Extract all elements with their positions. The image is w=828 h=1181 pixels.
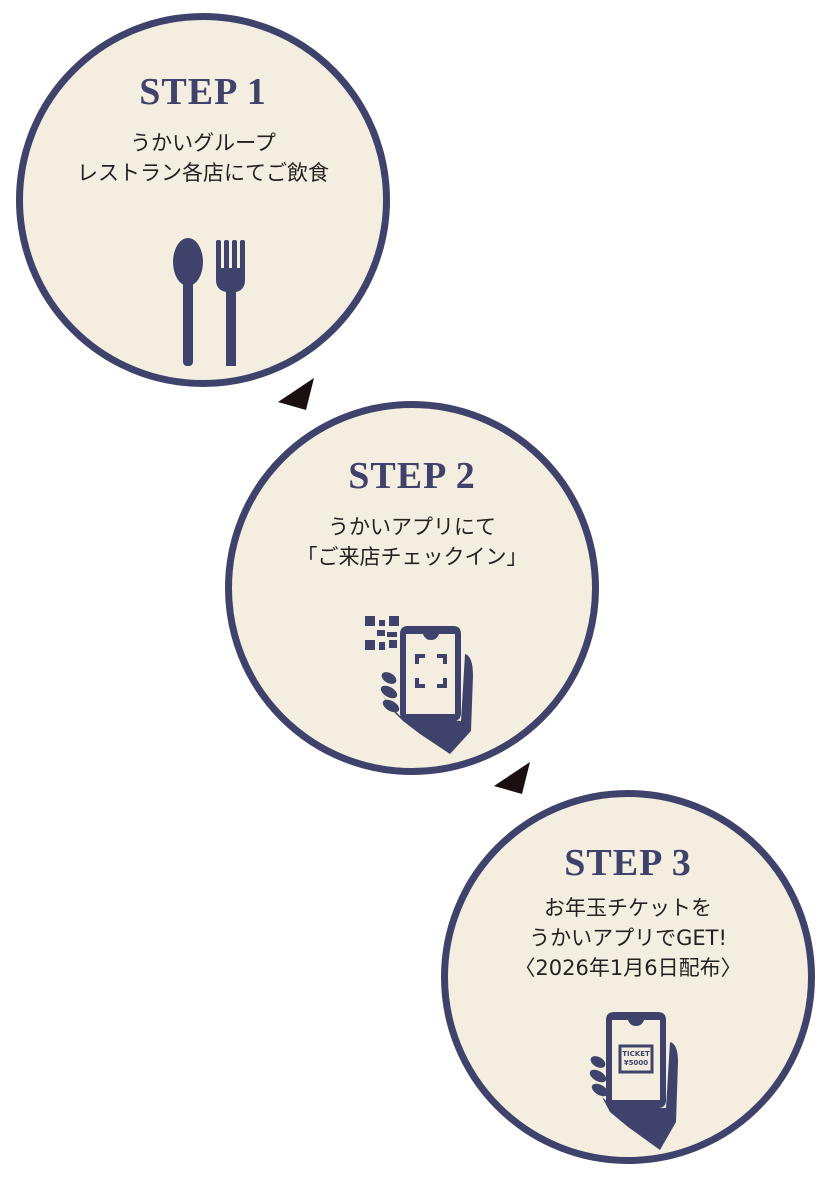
step-1-line-2: レストラン各店にてご飲食 <box>77 161 329 185</box>
phone-qr-scan-icon <box>365 616 473 754</box>
step-1-title: STEP 1 <box>139 71 267 113</box>
step-3-title: STEP 3 <box>564 842 692 884</box>
step-3-line-2: うかいアプリでGET! <box>529 926 727 950</box>
step-2-title: STEP 2 <box>348 455 476 497</box>
step-3-circle: STEP 3 お年玉チケットを うかいアプリでGET! 〈2026年1月6日配布… <box>441 790 815 1164</box>
arrow-icon <box>494 762 530 794</box>
step-1-line-1: うかいグループ <box>130 131 276 155</box>
step-2-line-2: 「ご来店チェックイン」 <box>296 545 528 569</box>
step-1-circle: STEP 1 うかいグループ レストラン各店にてご飲食 <box>16 13 390 387</box>
step-2-description: うかいアプリにて 「ご来店チェックイン」 <box>232 512 592 572</box>
arrow-icon <box>278 378 314 410</box>
step-3-line-1: お年玉チケットを <box>544 896 712 920</box>
ticket-label: TICKET <box>622 1050 650 1058</box>
phone-ticket-icon: TICKET ¥5000 <box>588 1012 678 1152</box>
ticket-value: ¥5000 <box>623 1059 649 1067</box>
step-2-line-1: うかいアプリにて <box>328 515 496 539</box>
spoon-fork-icon <box>173 238 245 366</box>
step-3-description: お年玉チケットを うかいアプリでGET! 〈2026年1月6日配布〉 <box>448 893 808 983</box>
step-3-line-3: 〈2026年1月6日配布〉 <box>514 956 742 980</box>
step-1-description: うかいグループ レストラン各店にてご飲食 <box>23 128 383 188</box>
step-2-circle: STEP 2 うかいアプリにて 「ご来店チェックイン」 <box>225 401 599 775</box>
